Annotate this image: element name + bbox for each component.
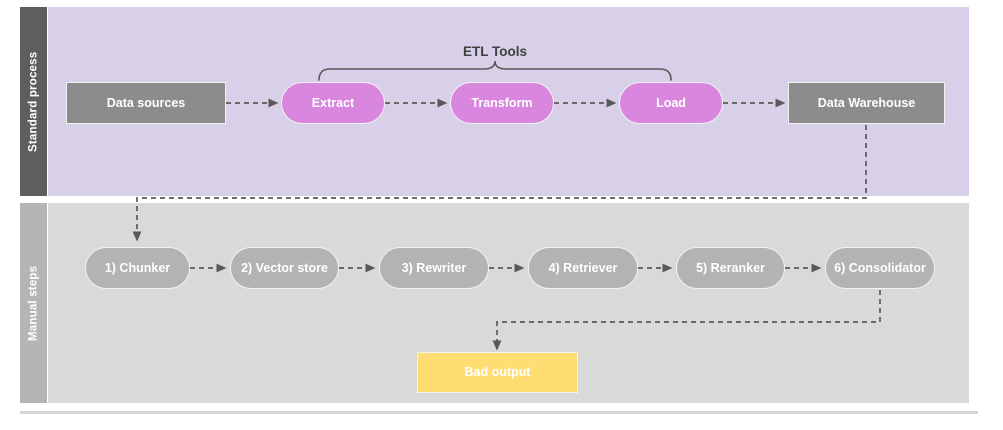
node-extract[interactable]: Extract	[281, 82, 385, 124]
node-retriever-label: 4) Retriever	[548, 260, 618, 275]
node-transform-label: Transform	[471, 95, 533, 110]
node-reranker-label: 5) Reranker	[696, 260, 765, 275]
node-chunker-label: 1) Chunker	[104, 260, 171, 275]
node-bad-output-label: Bad output	[464, 365, 531, 380]
node-rewriter-label: 3) Rewriter	[401, 260, 467, 275]
node-consolidator-label: 6) Consolidator	[834, 260, 926, 275]
node-data-sources[interactable]: Data sources	[66, 82, 226, 124]
node-chunker[interactable]: 1) Chunker	[85, 247, 190, 289]
node-retriever[interactable]: 4) Retriever	[528, 247, 638, 289]
node-consolidator[interactable]: 6) Consolidator	[825, 247, 935, 289]
etl-tools-label: ETL Tools	[463, 44, 527, 59]
lane-manual-steps-label: Manual steps	[20, 203, 47, 403]
node-transform[interactable]: Transform	[450, 82, 554, 124]
node-data-warehouse-label: Data Warehouse	[817, 95, 916, 110]
node-reranker[interactable]: 5) Reranker	[676, 247, 785, 289]
node-bad-output[interactable]: Bad output	[417, 352, 578, 393]
node-load[interactable]: Load	[619, 82, 723, 124]
node-load-label: Load	[656, 95, 686, 110]
node-vector-store[interactable]: 2) Vector store	[230, 247, 339, 289]
node-extract-label: Extract	[311, 95, 355, 110]
node-data-sources-label: Data sources	[106, 95, 186, 110]
node-rewriter[interactable]: 3) Rewriter	[379, 247, 489, 289]
node-vector-store-label: 2) Vector store	[241, 260, 328, 275]
lane-standard-process-label: Standard process	[20, 7, 47, 196]
node-data-warehouse[interactable]: Data Warehouse	[788, 82, 945, 124]
bottom-divider	[20, 411, 978, 414]
